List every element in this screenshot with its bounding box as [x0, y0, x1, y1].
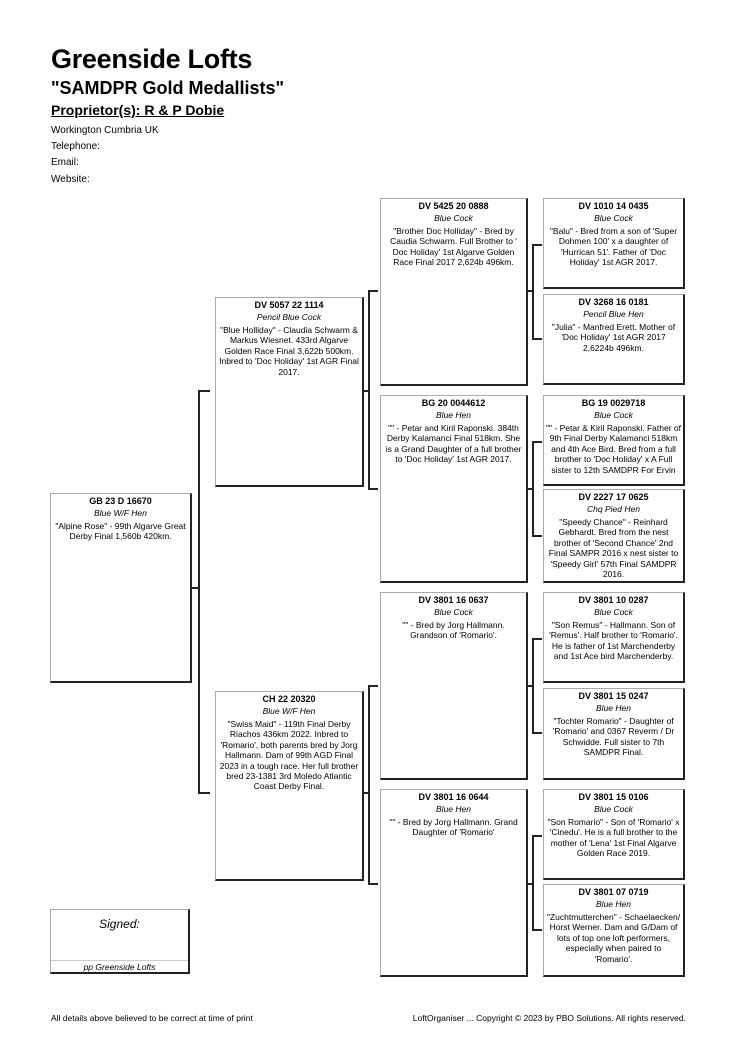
bird-colour: Blue Cock — [594, 607, 633, 617]
connector-line — [526, 488, 534, 490]
dss-card: DV 3801 10 0287 Blue Cock "Son Remus" - … — [543, 592, 685, 683]
bird-description: "Julia" - Manfred Erett. Mother of 'Doc … — [551, 322, 676, 353]
connector-line — [532, 244, 534, 340]
bird-description: "Balu" - Bred from a son of 'Super Dohme… — [549, 226, 678, 268]
location: Workington Cumbria UK — [51, 125, 159, 136]
bird-description: "Alpine Rose" - 99th Algarve Great Derby… — [55, 521, 186, 542]
bird-colour: Pencil Blue Hen — [583, 309, 644, 319]
connector-line — [368, 685, 378, 687]
bird-description: "" - Bred by Jorg Hallmann. Grandson of … — [402, 620, 505, 641]
bird-description: "Tochter Romario" - Daughter of 'Romario… — [552, 716, 675, 758]
connector-line — [526, 883, 534, 885]
connector-line — [532, 835, 542, 837]
ring-number: BG 19 0029718 — [581, 398, 646, 408]
bird-colour: Blue Cock — [434, 213, 473, 223]
bird-description: "Blue Holliday" - Claudia Schwarm & Mark… — [219, 325, 359, 377]
sire-sire-card: DV 5425 20 0888 Blue Cock "Brother Doc H… — [380, 198, 528, 386]
bird-colour: Blue W/F Hen — [262, 706, 316, 716]
signature-box: Signed: pp Greenside Lofts — [50, 909, 190, 974]
bird-colour: Blue Hen — [436, 410, 471, 420]
connector-line — [532, 638, 542, 640]
bird-colour: Pencil Blue Cock — [256, 312, 322, 322]
bird-description: "Swiss Maid" - 119th Final Derby Riachos… — [219, 719, 359, 792]
connector-line — [198, 390, 210, 392]
ring-number: CH 22 20320 — [262, 694, 316, 704]
website: Website: — [51, 174, 90, 185]
bird-colour: Blue W/F Hen — [94, 508, 147, 518]
ddd-card: DV 3801 07 0719 Blue Hen "Zuchtmutterche… — [543, 884, 685, 977]
connector-line — [526, 290, 534, 292]
connector-line — [532, 929, 542, 931]
ring-number: DV 1010 14 0435 — [578, 201, 649, 211]
ring-number: BG 20 0044612 — [421, 398, 486, 408]
sds-card: BG 19 0029718 Blue Cock "" - Petar & Kir… — [543, 395, 685, 486]
connector-line — [368, 488, 378, 490]
sire-dam-card: BG 20 0044612 Blue Hen "" - Petar and Ki… — [380, 395, 528, 583]
connector-line — [532, 441, 542, 443]
bird-description: "Son Romario" - Son of 'Romario' x 'Cine… — [547, 817, 680, 859]
proprietor: Proprietor(s): R & P Dobie — [51, 102, 225, 118]
ring-number: DV 3801 16 0637 — [418, 595, 489, 605]
ring-number: GB 23 D 16670 — [89, 496, 152, 506]
bird-colour: Blue Cock — [594, 213, 633, 223]
bird-description: "" - Petar and Kiril Raponski. 384th Der… — [385, 423, 522, 465]
sire-card: DV 5057 22 1114 Pencil Blue Cock "Blue H… — [215, 297, 364, 487]
bird-description: "" - Bred by Jorg Hallmann. Grand Daught… — [389, 817, 518, 838]
bird-description: "Brother Doc Holliday" - Bred by Caudia … — [390, 226, 517, 268]
bird-colour: Blue Cock — [594, 804, 633, 814]
dds-card: DV 3801 15 0106 Blue Cock "Son Romario" … — [543, 789, 685, 880]
ring-number: DV 5057 22 1114 — [254, 300, 324, 310]
ring-number: DV 3268 16 0181 — [578, 297, 649, 307]
bird-description: "" - Petar & Kiril Raponski. Father of 9… — [546, 423, 681, 475]
connector-line — [368, 290, 378, 292]
connector-line — [362, 792, 370, 794]
connector-line — [190, 587, 200, 589]
ring-number: DV 2227 17 0625 — [578, 492, 649, 502]
bird-colour: Blue Hen — [596, 703, 631, 713]
dam-card: CH 22 20320 Blue W/F Hen "Swiss Maid" - … — [215, 691, 364, 881]
connector-line — [532, 338, 542, 340]
bird-description: "Zuchtmutterchen" - Schaelaecken/ Horst … — [546, 912, 681, 964]
ssd-card: DV 3268 16 0181 Pencil Blue Hen "Julia" … — [543, 294, 685, 385]
connector-line — [362, 390, 370, 392]
ring-number: DV 3801 10 0287 — [578, 595, 649, 605]
subject-bird-card: GB 23 D 16670 Blue W/F Hen "Alpine Rose"… — [50, 493, 192, 683]
connector-line — [532, 732, 542, 734]
loft-title: Greenside Lofts — [51, 44, 253, 74]
connector-line — [368, 883, 378, 885]
connector-line — [198, 792, 210, 794]
email: Email: — [51, 157, 79, 168]
bird-description: "Son Remus" - Hallmann. Son of 'Remus'. … — [549, 620, 678, 662]
connector-line — [368, 685, 370, 885]
dam-dam-card: DV 3801 16 0644 Blue Hen "" - Bred by Jo… — [380, 789, 528, 977]
telephone: Telephone: — [51, 141, 100, 152]
bird-colour: Blue Hen — [596, 899, 631, 909]
bird-colour: Chq Pied Hen — [587, 504, 640, 514]
connector-line — [526, 685, 534, 687]
footer-disclaimer: All details above believed to be correct… — [51, 1013, 253, 1023]
ring-number: DV 3801 15 0106 — [578, 792, 649, 802]
bird-colour: Blue Hen — [436, 804, 471, 814]
ring-number: DV 3801 16 0644 — [418, 792, 489, 802]
bird-description: "Speedy Chance" - Reinhard Gebhardt. Bre… — [548, 517, 679, 580]
signed-label: Signed: — [99, 917, 140, 931]
ring-number: DV 5425 20 0888 — [418, 201, 489, 211]
connector-line — [198, 390, 200, 793]
dsd-card: DV 3801 15 0247 Blue Hen "Tochter Romari… — [543, 688, 685, 780]
connector-line — [532, 535, 542, 537]
loft-subtitle: "SAMDPR Gold Medallists" — [51, 78, 285, 98]
bird-colour: Blue Cock — [434, 607, 473, 617]
signed-by: pp Greenside Lofts — [51, 960, 188, 972]
ring-number: DV 3801 15 0247 — [578, 691, 649, 701]
sdd-card: DV 2227 17 0625 Chq Pied Hen "Speedy Cha… — [543, 489, 685, 583]
connector-line — [532, 244, 542, 246]
sss-card: DV 1010 14 0435 Blue Cock "Balu" - Bred … — [543, 198, 685, 289]
ring-number: DV 3801 07 0719 — [578, 887, 649, 897]
bird-colour: Blue Cock — [594, 410, 633, 420]
footer-copyright: LoftOrganiser ... Copyright © 2023 by PB… — [412, 1013, 686, 1023]
dam-sire-card: DV 3801 16 0637 Blue Cock "" - Bred by J… — [380, 592, 528, 780]
